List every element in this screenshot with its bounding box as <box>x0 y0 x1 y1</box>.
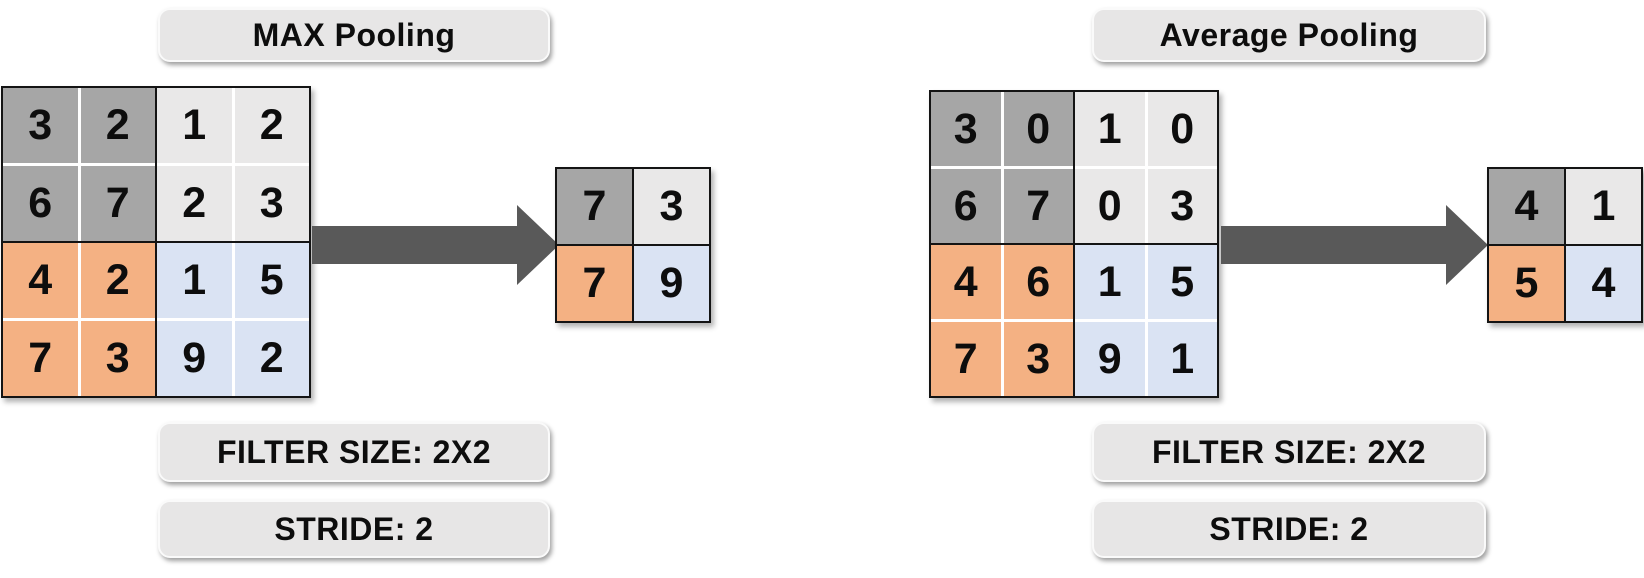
grid-cell: 7 <box>931 322 1001 396</box>
max-pooling-title: MAX Pooling <box>158 8 550 62</box>
grid-cell: 1 <box>1075 92 1145 166</box>
max-pooling-title-label: MAX Pooling <box>252 16 456 53</box>
grid-cell: 0 <box>1003 92 1073 166</box>
max-stride-label: STRIDE: 2 <box>158 500 550 558</box>
grid-cell: 4 <box>1566 246 1641 321</box>
max-filter-size-label: FILTER SIZE: 2X2 <box>158 422 550 482</box>
grid-cell: 5 <box>1489 246 1564 321</box>
grid-cell: 3 <box>1003 322 1073 396</box>
grid-cell: 1 <box>1075 245 1145 319</box>
max-output-grid: 7 3 7 9 <box>555 167 711 323</box>
grid-cell: 0 <box>1147 92 1217 166</box>
filter-size-text: FILTER SIZE: 2X2 <box>1151 433 1427 470</box>
grid-cell: 3 <box>234 166 309 241</box>
grid-cell: 3 <box>1147 169 1217 243</box>
grid-cell: 6 <box>1003 245 1073 319</box>
stride-text: STRIDE: 2 <box>1209 510 1369 547</box>
grid-cell: 3 <box>634 169 709 244</box>
grid-cell: 1 <box>157 88 232 163</box>
average-pooling-title: Average Pooling <box>1092 8 1486 62</box>
grid-cell: 9 <box>634 246 709 321</box>
grid-cell: 3 <box>80 321 155 396</box>
grid-cell: 7 <box>557 169 632 244</box>
grid-cell: 0 <box>1075 169 1145 243</box>
grid-quadrant-bottom-right: 1 5 9 1 <box>1075 245 1217 396</box>
grid-cell: 7 <box>3 321 78 396</box>
grid-quadrant-top-left: 3 0 6 7 <box>931 92 1073 243</box>
average-filter-size-label: FILTER SIZE: 2X2 <box>1092 422 1486 482</box>
grid-quadrant-top-left: 3 2 6 7 <box>3 88 155 241</box>
grid-quadrant-top-right: 1 2 2 3 <box>157 88 309 241</box>
grid-cell: 5 <box>234 243 309 318</box>
grid-quadrant-bottom-left: 4 6 7 3 <box>931 245 1073 396</box>
grid-cell: 4 <box>1489 169 1564 244</box>
stride-text: STRIDE: 2 <box>274 510 434 547</box>
grid-cell: 5 <box>1147 245 1217 319</box>
grid-cell: 1 <box>157 243 232 318</box>
grid-cell: 6 <box>3 166 78 241</box>
grid-cell: 7 <box>1003 169 1073 243</box>
grid-cell: 4 <box>931 245 1001 319</box>
average-stride-label: STRIDE: 2 <box>1092 500 1486 558</box>
grid-cell: 3 <box>3 88 78 163</box>
filter-size-text: FILTER SIZE: 2X2 <box>216 433 492 470</box>
grid-cell: 2 <box>80 243 155 318</box>
grid-cell: 3 <box>931 92 1001 166</box>
grid-cell: 2 <box>80 88 155 163</box>
grid-cell: 7 <box>557 246 632 321</box>
grid-cell: 9 <box>1075 322 1145 396</box>
grid-cell: 7 <box>80 166 155 241</box>
grid-cell: 4 <box>3 243 78 318</box>
grid-cell: 1 <box>1566 169 1641 244</box>
grid-quadrant-bottom-right: 1 5 9 2 <box>157 243 309 396</box>
grid-cell: 9 <box>157 321 232 396</box>
max-input-grid: 3 2 6 7 1 2 2 3 4 2 7 3 1 5 9 2 <box>1 86 311 398</box>
grid-cell: 6 <box>931 169 1001 243</box>
average-input-grid: 3 0 6 7 1 0 0 3 4 6 7 3 1 5 9 1 <box>929 90 1219 398</box>
grid-cell: 2 <box>157 166 232 241</box>
grid-cell: 2 <box>234 88 309 163</box>
grid-cell: 2 <box>234 321 309 396</box>
average-pooling-title-label: Average Pooling <box>1159 16 1419 53</box>
grid-cell: 1 <box>1147 322 1217 396</box>
grid-quadrant-top-right: 1 0 0 3 <box>1075 92 1217 243</box>
average-output-grid: 4 1 5 4 <box>1487 167 1643 323</box>
grid-quadrant-bottom-left: 4 2 7 3 <box>3 243 155 396</box>
